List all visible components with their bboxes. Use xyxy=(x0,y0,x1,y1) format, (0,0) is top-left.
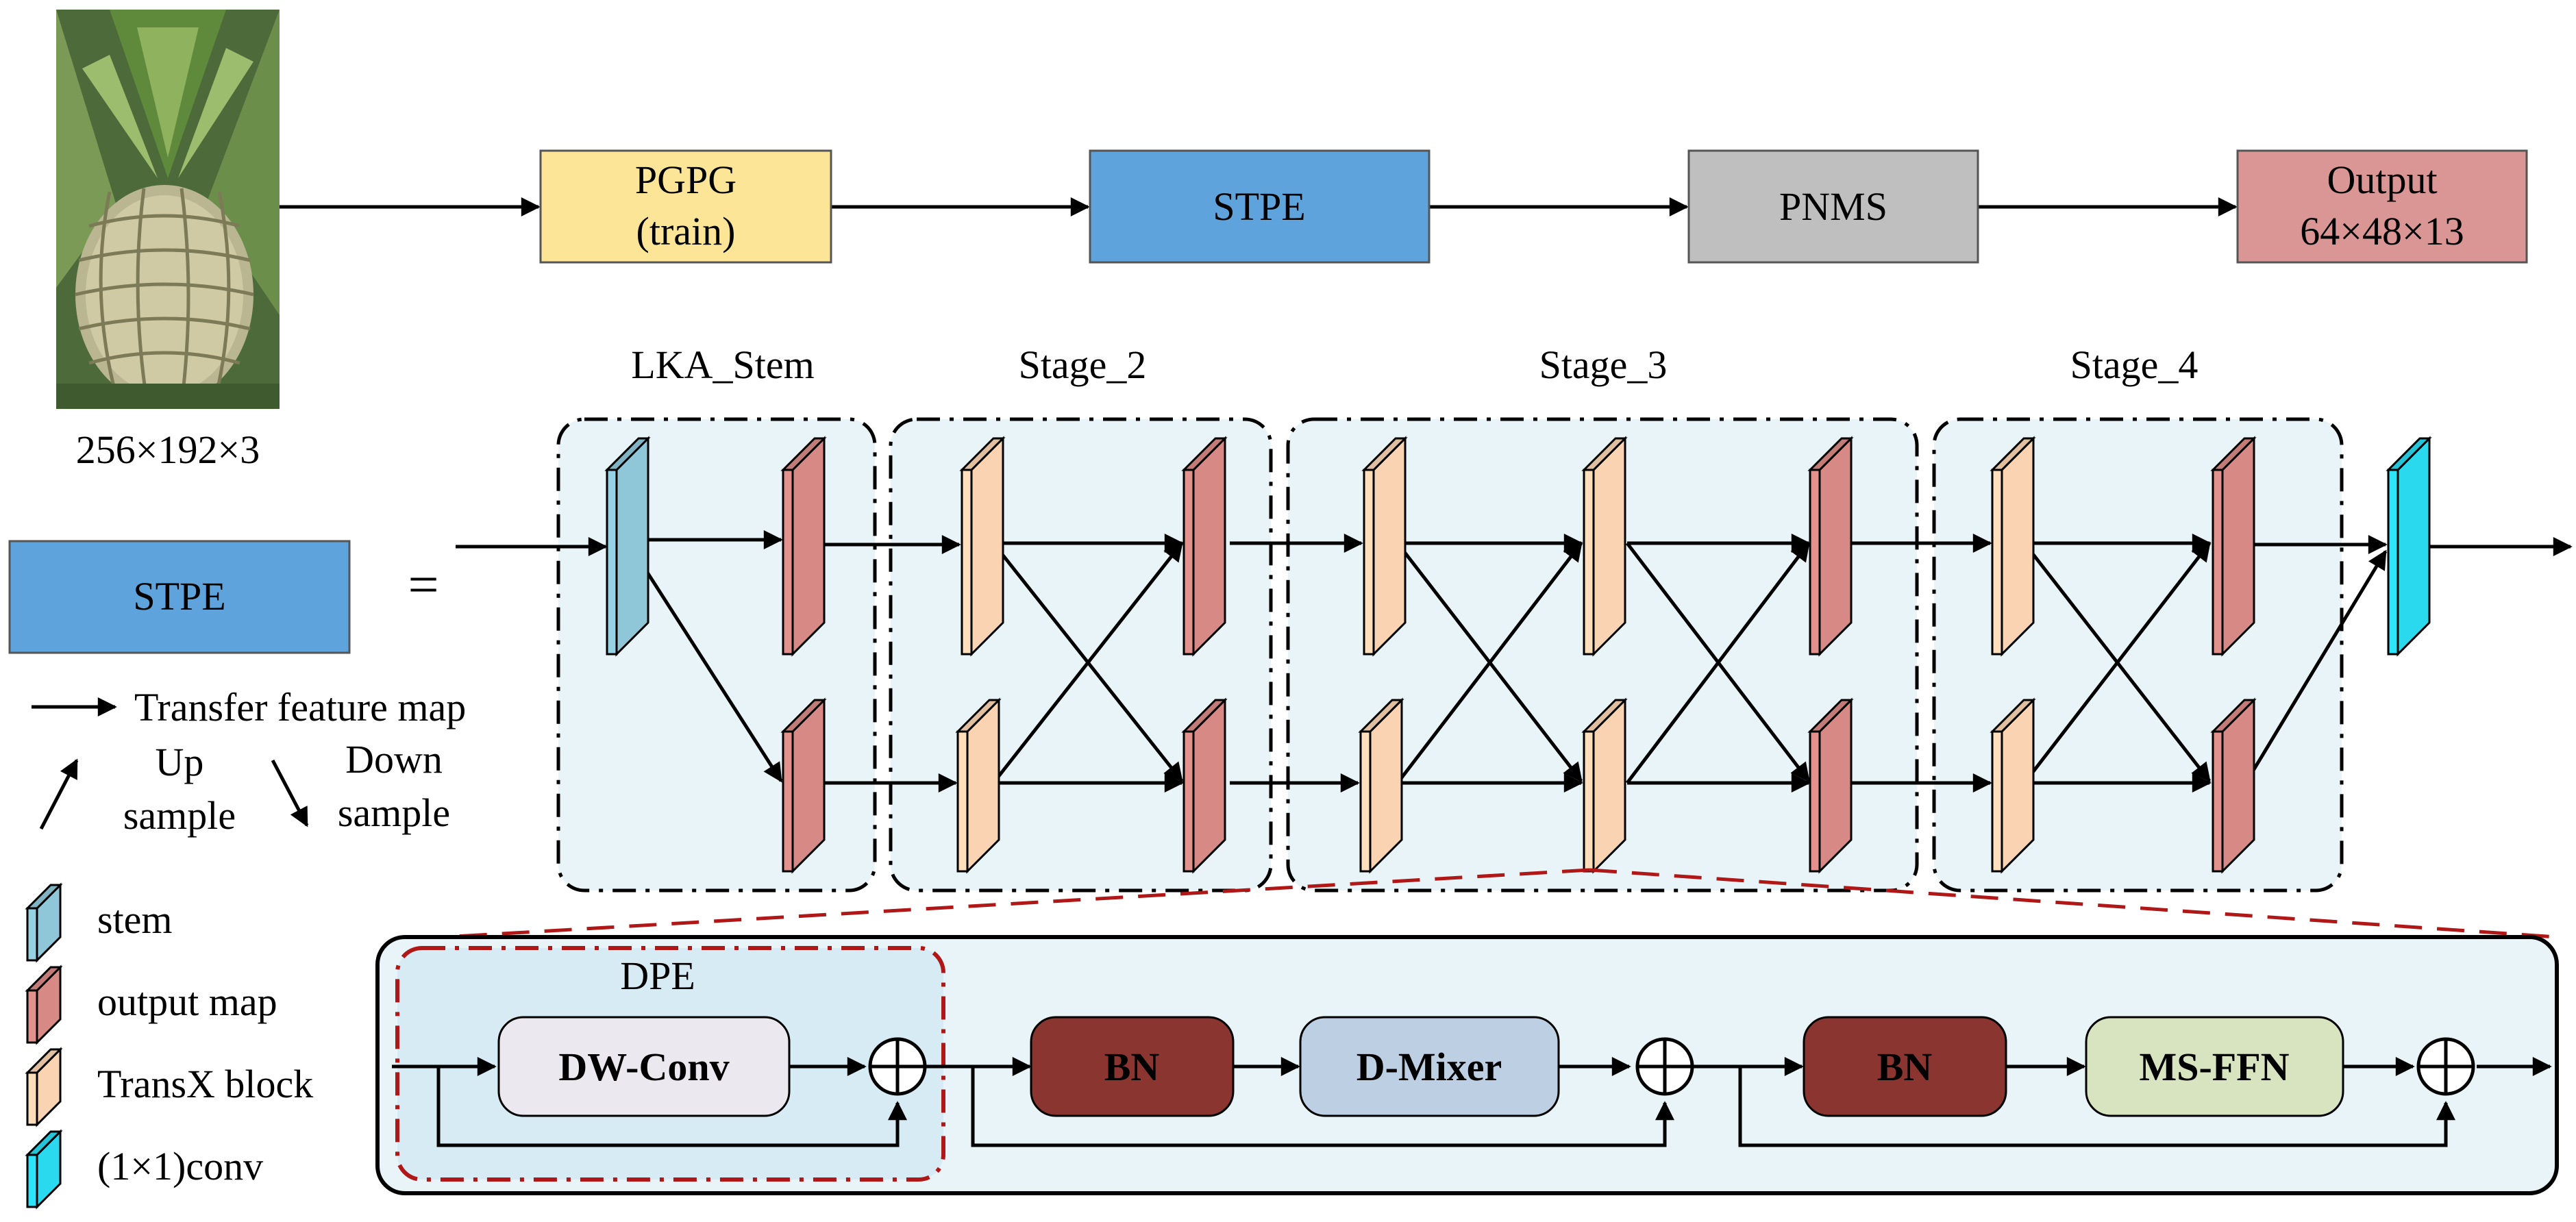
transx-block xyxy=(1990,697,2036,874)
pineapple-image xyxy=(56,10,280,409)
dmixer-box xyxy=(1299,1016,1560,1117)
stage-2-title: Stage_2 xyxy=(1019,342,1147,387)
lka-stem-container xyxy=(556,417,877,893)
stage-3-title: Stage_3 xyxy=(1539,342,1668,387)
equals-sign: = xyxy=(408,555,438,615)
pgpg-sub-label: (train) xyxy=(636,209,736,253)
bn-label-2: BN xyxy=(1877,1045,1933,1089)
dmixer-label: D-Mixer xyxy=(1357,1045,1502,1089)
legend-conv-label: (1×1)conv xyxy=(97,1144,263,1188)
conv-legend-icon xyxy=(25,1129,63,1210)
transx-block xyxy=(1358,697,1404,874)
legend-stem-label: stem xyxy=(97,897,173,942)
transx-block-detail: DPE DW-Conv BN D-Mixer BN MS-FFN xyxy=(375,935,2559,1195)
output-map xyxy=(780,436,827,657)
up-sample-arrow-icon xyxy=(39,758,79,830)
stem-legend-icon xyxy=(25,882,63,963)
transx-block xyxy=(959,436,1006,657)
add-circle-icon xyxy=(868,1037,927,1096)
feature-maps xyxy=(604,436,2432,874)
transx-legend-icon xyxy=(25,1047,63,1127)
bn-box-1 xyxy=(1030,1016,1235,1117)
transx-block xyxy=(955,697,1002,874)
pnms-label: PNMS xyxy=(1779,184,1887,229)
legend-up-sample-label: sample xyxy=(123,793,236,838)
transx-block xyxy=(1581,436,1628,657)
stage-4-title: Stage_4 xyxy=(2070,342,2199,387)
conv-1x1-feature-map xyxy=(2386,436,2432,657)
zoom-indicator-lines xyxy=(443,868,2558,939)
output-map xyxy=(1181,697,1228,874)
stem-feature-map xyxy=(604,436,651,657)
legend-down-sample-label: sample xyxy=(338,790,450,835)
network-arrows xyxy=(456,530,2573,793)
stpe-box: STPE xyxy=(1089,149,1431,264)
pgpg-label: PGPG xyxy=(635,158,736,202)
stage-containers xyxy=(556,417,2344,893)
add-circle-icon xyxy=(2416,1037,2475,1096)
dpe-label: DPE xyxy=(620,953,695,998)
output-map xyxy=(780,697,827,874)
output-map xyxy=(1181,436,1228,657)
output-size-label: 64×48×13 xyxy=(2300,209,2464,253)
input-size-label: 256×192×3 xyxy=(76,427,260,472)
output-map-legend-icon xyxy=(25,964,63,1045)
add-circle-icon xyxy=(1635,1037,1694,1096)
output-label: Output xyxy=(2327,158,2437,202)
legend-transfer-label: Transfer feature map xyxy=(134,685,466,730)
lka-stem-title: LKA_Stem xyxy=(631,342,814,387)
output-map xyxy=(1807,697,1854,874)
stage-3-container xyxy=(1286,417,1919,893)
stpe-legend-label: STPE xyxy=(133,574,225,619)
transx-block xyxy=(1361,436,1408,657)
down-sample-arrow-icon xyxy=(271,759,309,827)
msffn-label: MS-FFN xyxy=(2139,1045,2289,1089)
transx-block xyxy=(1990,436,2036,657)
dwconv-box xyxy=(497,1016,791,1117)
legend-output-map-label: output map xyxy=(97,980,277,1024)
output-map xyxy=(1807,436,1854,657)
bn-label-1: BN xyxy=(1104,1045,1160,1089)
legend: Transfer feature map Up sample Down samp… xyxy=(25,685,466,1210)
pgpg-box: PGPG (train) xyxy=(539,149,832,264)
msffn-box xyxy=(2085,1016,2344,1117)
dwconv-label: DW-Conv xyxy=(558,1045,729,1089)
output-box: Output 64×48×13 xyxy=(2236,149,2528,264)
stpe-legend-box: STPE xyxy=(8,540,351,654)
transx-block xyxy=(1581,697,1628,874)
pnms-box: PNMS xyxy=(1687,149,1979,264)
legend-up-label: Up xyxy=(156,740,204,784)
output-map xyxy=(2210,697,2257,874)
legend-down-label: Down xyxy=(345,737,443,782)
stpe-label: STPE xyxy=(1213,184,1305,229)
bn-box-2 xyxy=(1803,1016,2007,1117)
legend-transx-label: TransX block xyxy=(97,1062,313,1106)
output-map xyxy=(2210,436,2257,657)
